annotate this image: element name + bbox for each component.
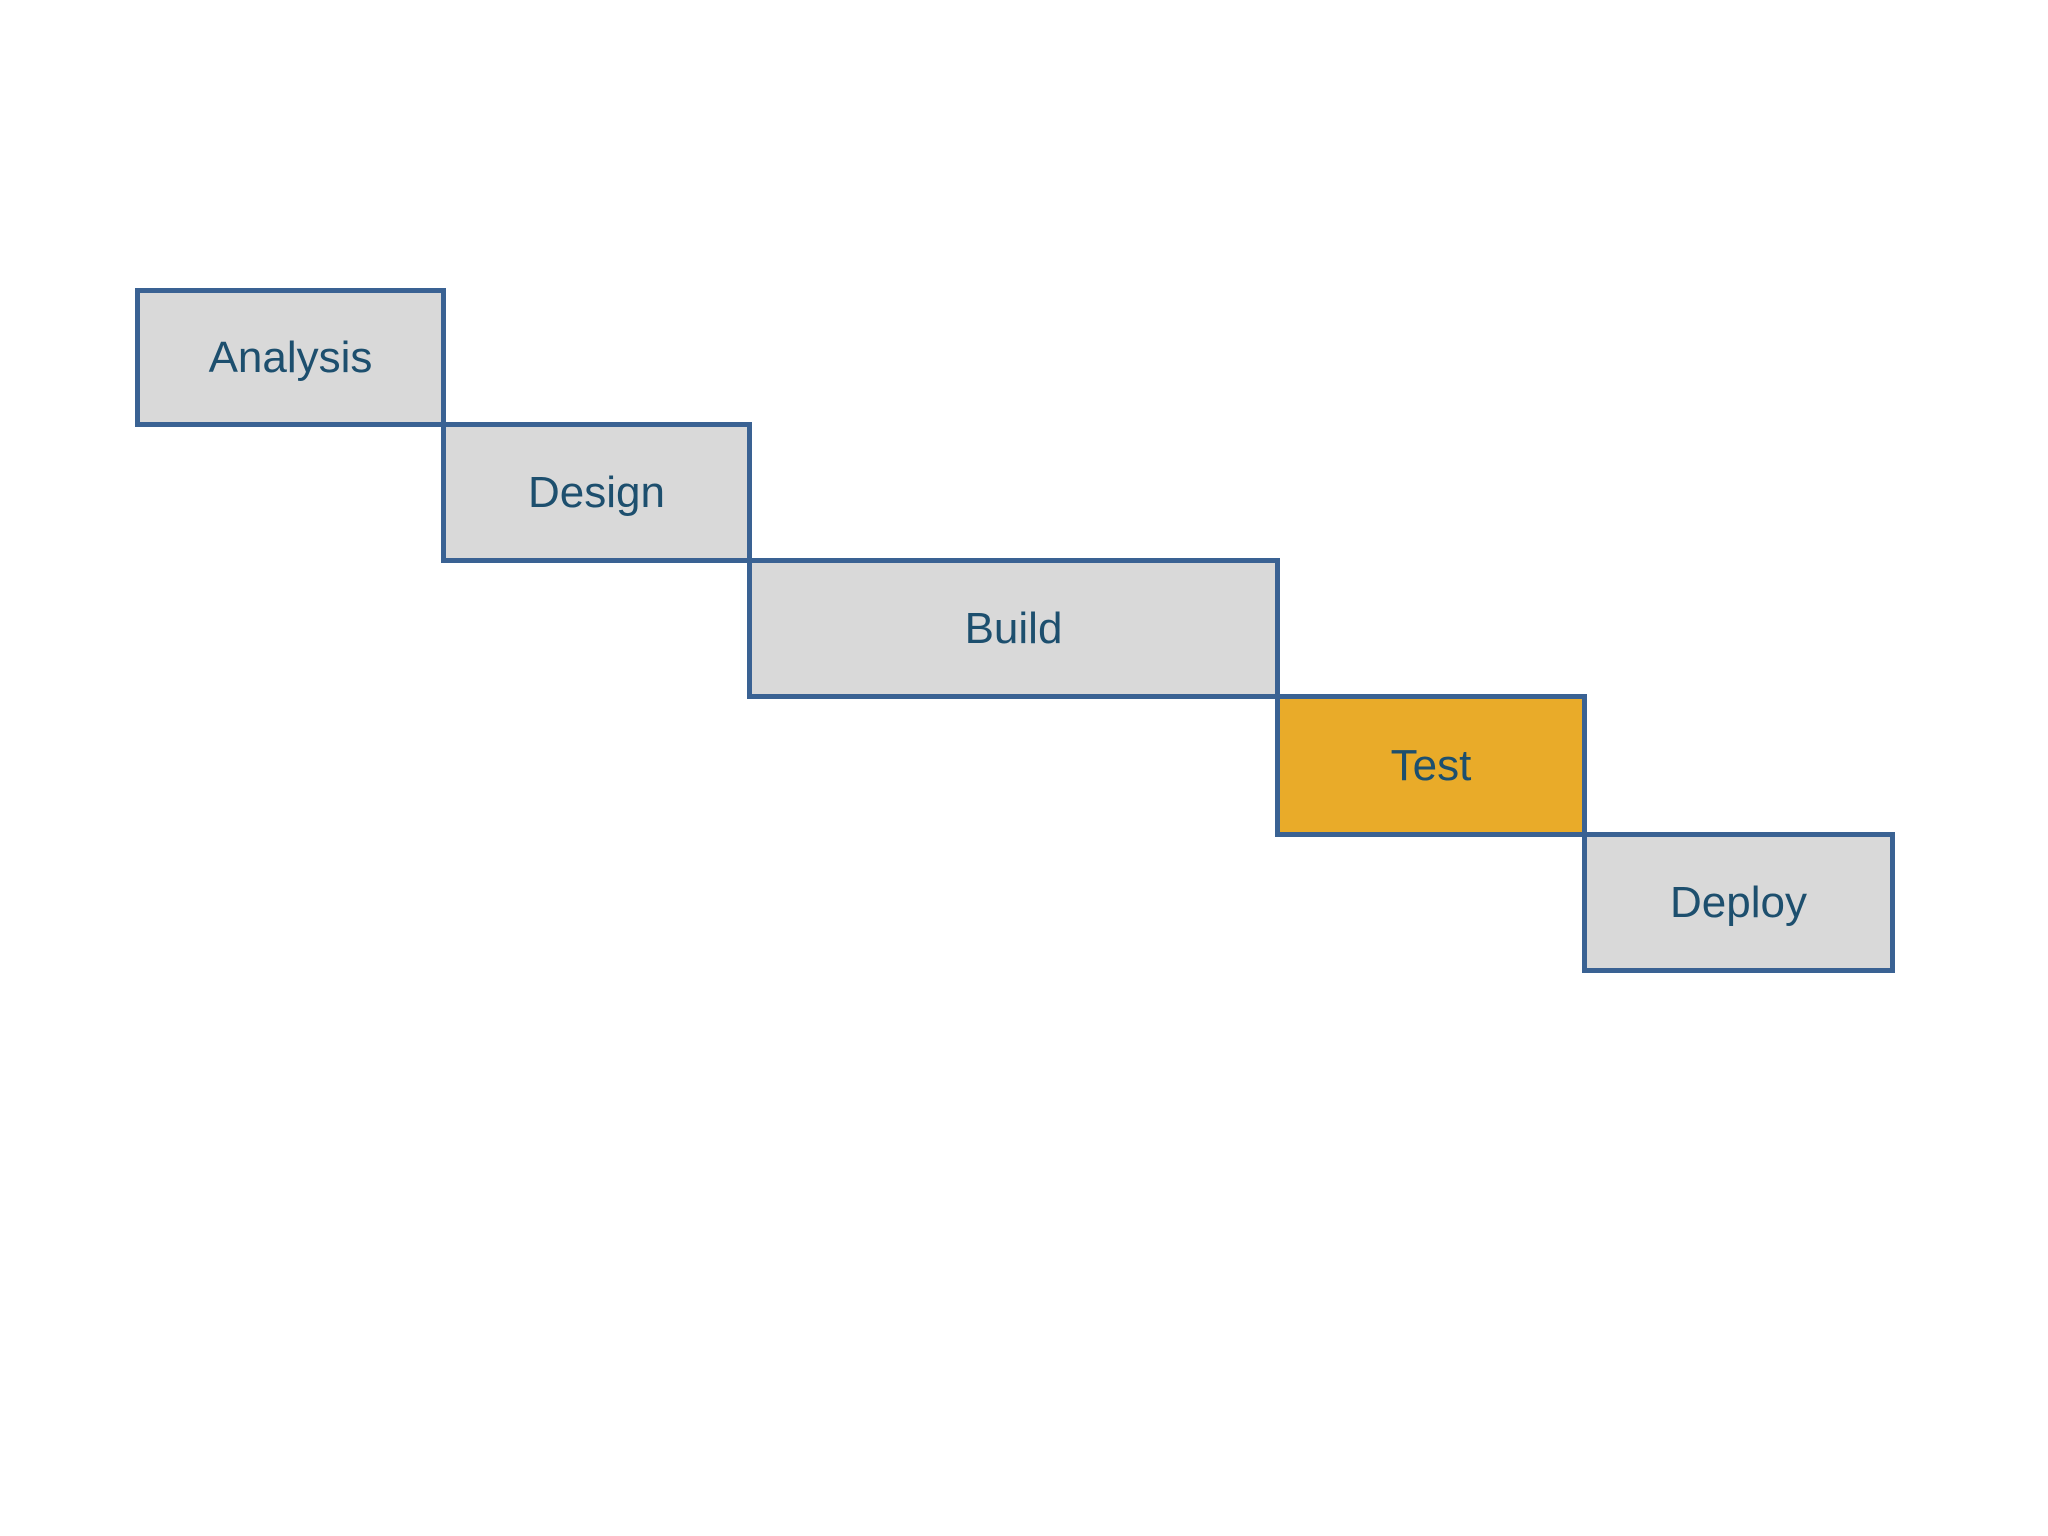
step-box-analysis: Analysis <box>135 288 446 427</box>
step-box-deploy: Deploy <box>1582 832 1895 973</box>
step-label: Deploy <box>1670 877 1807 927</box>
step-box-test: Test <box>1275 694 1587 837</box>
step-box-build: Build <box>747 558 1280 699</box>
step-label: Build <box>964 603 1063 653</box>
step-label: Design <box>528 467 665 517</box>
step-label: Analysis <box>208 332 373 382</box>
step-label: Test <box>1390 740 1472 790</box>
step-box-design: Design <box>441 422 752 563</box>
